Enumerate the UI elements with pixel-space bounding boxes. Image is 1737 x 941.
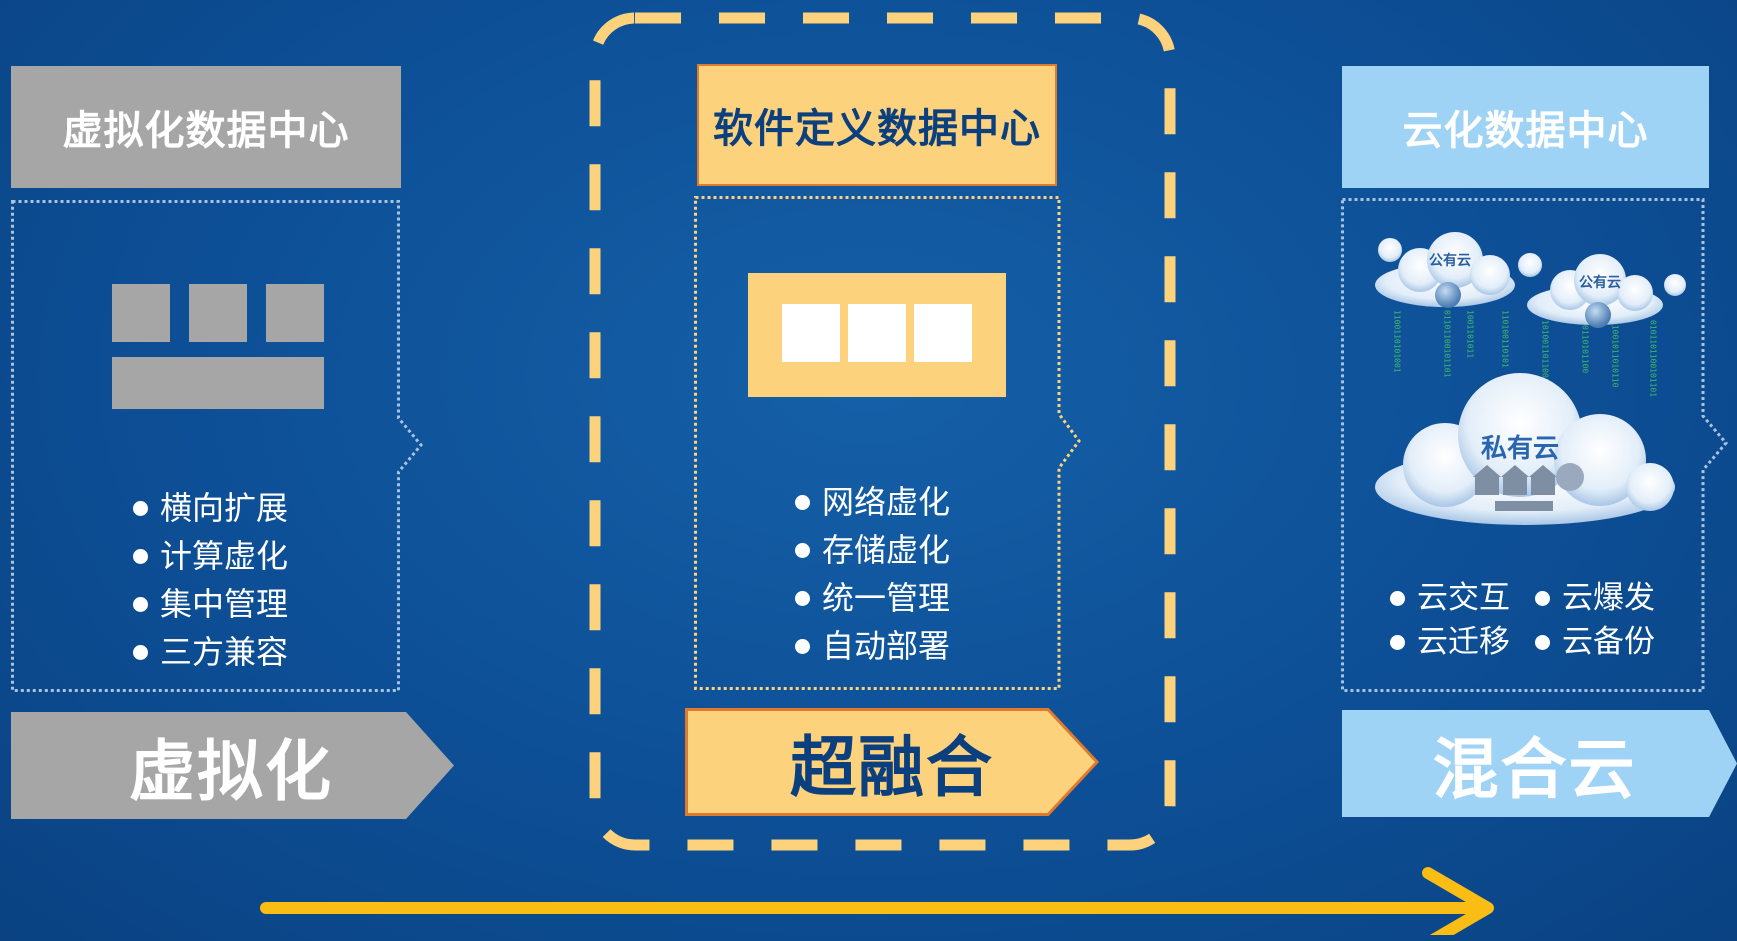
- private-cloud: 私有云: [1375, 373, 1675, 525]
- svg-text:01101100101101: 01101100101101: [1443, 310, 1452, 378]
- public-cloud-left: 公有云: [1375, 232, 1542, 308]
- bullet-icon: [1390, 590, 1405, 606]
- svg-text:1010011011001: 1010011011001: [1541, 320, 1550, 383]
- stage-tag-hyperconverged: 超融合: [685, 708, 1099, 816]
- bullet-icon: [1535, 590, 1550, 606]
- svg-text:公有云: 公有云: [1579, 274, 1621, 291]
- list-item: 存储虚化: [795, 526, 950, 574]
- bullet-icon: [1535, 634, 1550, 650]
- timeline-arrow: [260, 867, 1494, 935]
- header-virtualized-dc: 虚拟化数据中心: [11, 66, 401, 188]
- header-software-defined-dc: 软件定义数据中心: [697, 64, 1057, 186]
- list-item: 云交互: [1390, 576, 1535, 620]
- bullet-icon: [795, 638, 810, 654]
- public-cloud-right: 公有云: [1527, 254, 1686, 328]
- list-item: 集中管理: [133, 580, 288, 628]
- bullet-icon: [1390, 634, 1405, 650]
- svg-text:私有云: 私有云: [1481, 434, 1559, 464]
- panel-virtualized-dc: [11, 200, 423, 692]
- stage-label: 虚拟化: [129, 732, 333, 810]
- svg-text:公有云: 公有云: [1429, 252, 1471, 269]
- stage-label: 混合云: [1432, 730, 1637, 808]
- svg-text:0101101100101101: 0101101100101101: [1649, 320, 1658, 397]
- stage-tag-hybrid-cloud: 混合云: [1342, 710, 1737, 817]
- stage-label: 超融合: [790, 729, 994, 806]
- bullet-icon: [133, 500, 148, 516]
- svg-text:11001011010110: 11001011010110: [1611, 320, 1620, 388]
- bullet-icon: [795, 542, 810, 558]
- list-item: 云爆发: [1535, 576, 1700, 620]
- svg-text:110100110101: 110100110101: [1501, 310, 1510, 368]
- list-item: 计算虚化: [133, 532, 288, 580]
- header-cloud-dc: 云化数据中心: [1342, 66, 1709, 188]
- server-blocks-icon: [112, 284, 324, 410]
- feature-list-virtualized: 横向扩展 计算虚化 集中管理 三方兼容: [133, 484, 288, 676]
- bullet-icon: [133, 596, 148, 612]
- svg-text:0110101100: 0110101100: [1581, 325, 1590, 373]
- svg-text:1001101011: 1001101011: [1466, 310, 1475, 358]
- hybrid-cloud-illustration: 1100110101001 01101100101101 1001101011 …: [1375, 232, 1686, 525]
- svg-text:1100110101001: 1100110101001: [1393, 310, 1402, 373]
- feature-list-cloud: 云交互 云爆发 云迁移 云备份: [1390, 576, 1720, 664]
- bullet-icon: [795, 494, 810, 510]
- bullet-icon: [133, 548, 148, 564]
- stage-tag-virtualization: 虚拟化: [11, 712, 454, 819]
- list-item: 云迁移: [1390, 620, 1535, 664]
- bullet-icon: [133, 644, 148, 660]
- list-item: 三方兼容: [133, 628, 288, 676]
- panel-cloud-dc: [1341, 198, 1737, 692]
- list-item: 自动部署: [795, 622, 950, 670]
- list-item: 统一管理: [795, 574, 950, 622]
- list-item: 横向扩展: [133, 484, 288, 532]
- hci-appliance-icon: [748, 273, 1006, 397]
- feature-list-software-defined: 网络虚化 存储虚化 统一管理 自动部署: [795, 478, 950, 670]
- list-item: 网络虚化: [795, 478, 950, 526]
- list-item: 云备份: [1535, 620, 1700, 664]
- panel-software-defined-dc: [694, 196, 1082, 690]
- bullet-icon: [795, 590, 810, 606]
